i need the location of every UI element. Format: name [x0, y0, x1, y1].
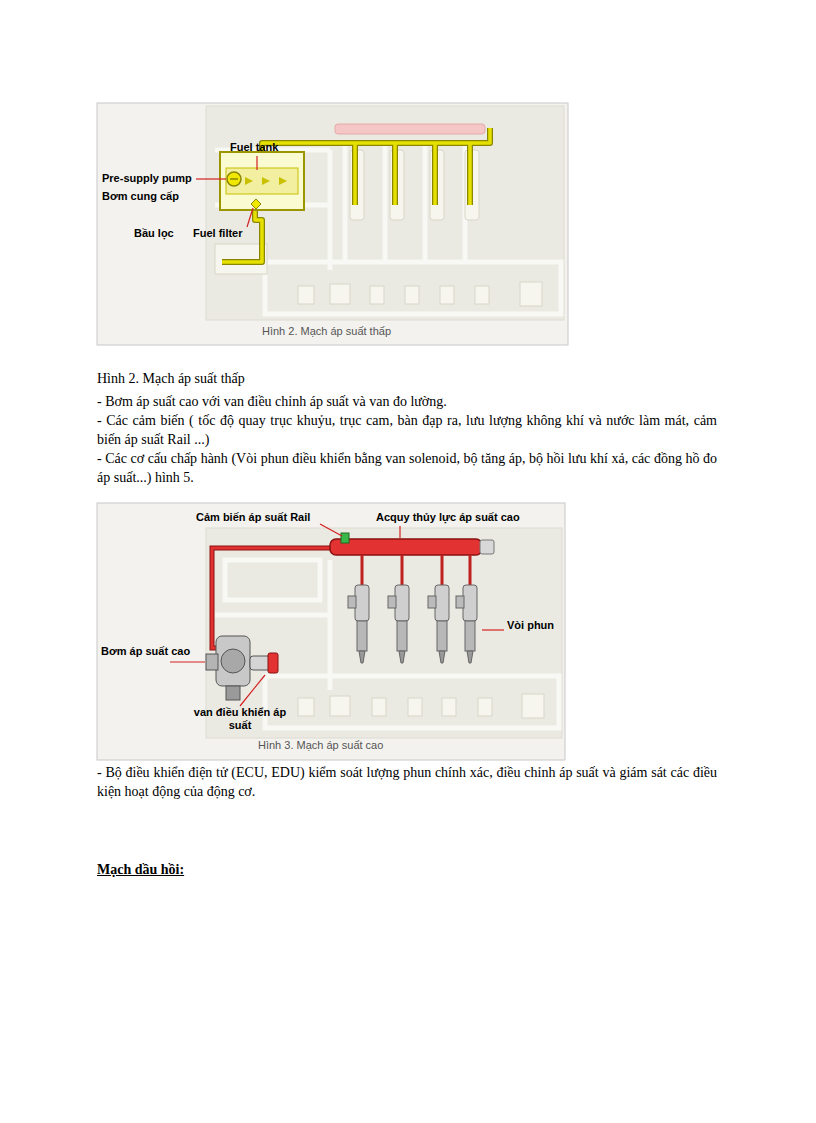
- injectors: [348, 585, 477, 663]
- part-label: Fuel filter: [193, 227, 243, 240]
- figure-caption: Hình 2. Mạch áp suất thấp: [262, 325, 391, 338]
- figure-frame: [97, 103, 568, 345]
- fuel-filter: [251, 199, 261, 209]
- faded-rail: [335, 124, 485, 134]
- leader-lines: [196, 156, 257, 227]
- body-paragraph: - Bơm áp suất cao với van điều chỉnh áp …: [97, 392, 717, 411]
- leader-lines: [170, 524, 504, 706]
- part-label: Acquy thủy lực áp suất cao: [376, 511, 520, 524]
- high-pressure-figure: [97, 503, 565, 760]
- figure-frame: [97, 503, 565, 760]
- flow-arrows: [245, 177, 287, 185]
- high-pressure-line: [212, 548, 332, 648]
- pump-mark: [230, 178, 238, 180]
- body-paragraph: - Các cơ cấu chấp hành (Vòi phun điều kh…: [97, 449, 717, 487]
- part-label: Bơm cung cấp: [102, 190, 179, 203]
- part-label: Pre-supply pump: [102, 172, 192, 185]
- faded-sensors: [298, 694, 544, 718]
- figure-caption: Hình 2. Mạch áp suất thấp: [97, 369, 245, 388]
- faded-parts: [215, 560, 559, 728]
- faded-parts: [215, 140, 561, 314]
- high-pressure-pump: [206, 636, 278, 700]
- common-rail: [330, 539, 482, 555]
- low-pressure-figure: [97, 103, 568, 345]
- section-heading: Mạch dầu hồi:: [97, 860, 184, 879]
- body-paragraph: - Các cảm biến ( tốc độ quay trục khuỷu,…: [97, 411, 717, 449]
- rail-pressure-sensor: [341, 533, 349, 543]
- tank-fuel: [226, 168, 298, 194]
- fuel-tank: [220, 152, 304, 210]
- engine-ground: [206, 106, 564, 320]
- body-paragraph: - Bộ điều khiển điện tử (ECU, EDU) kiểm …: [97, 763, 717, 801]
- part-label: Bơm áp suất cao: [101, 645, 190, 658]
- part-label: Bầu lọc: [134, 227, 174, 240]
- high-pressure-line: [212, 548, 332, 648]
- figure-caption: Hình 3. Mạch áp suất cao: [258, 739, 383, 752]
- part-label: Vòi phun: [507, 619, 554, 632]
- part-label: Cảm biến áp suất Rail: [196, 511, 310, 524]
- pre-supply-pump: [227, 172, 241, 186]
- injector-pipes: [362, 555, 470, 585]
- part-label: Fuel tank: [230, 141, 278, 154]
- part-label: van điều khiển áp suất: [190, 706, 290, 732]
- pressure-limiter: [480, 540, 494, 554]
